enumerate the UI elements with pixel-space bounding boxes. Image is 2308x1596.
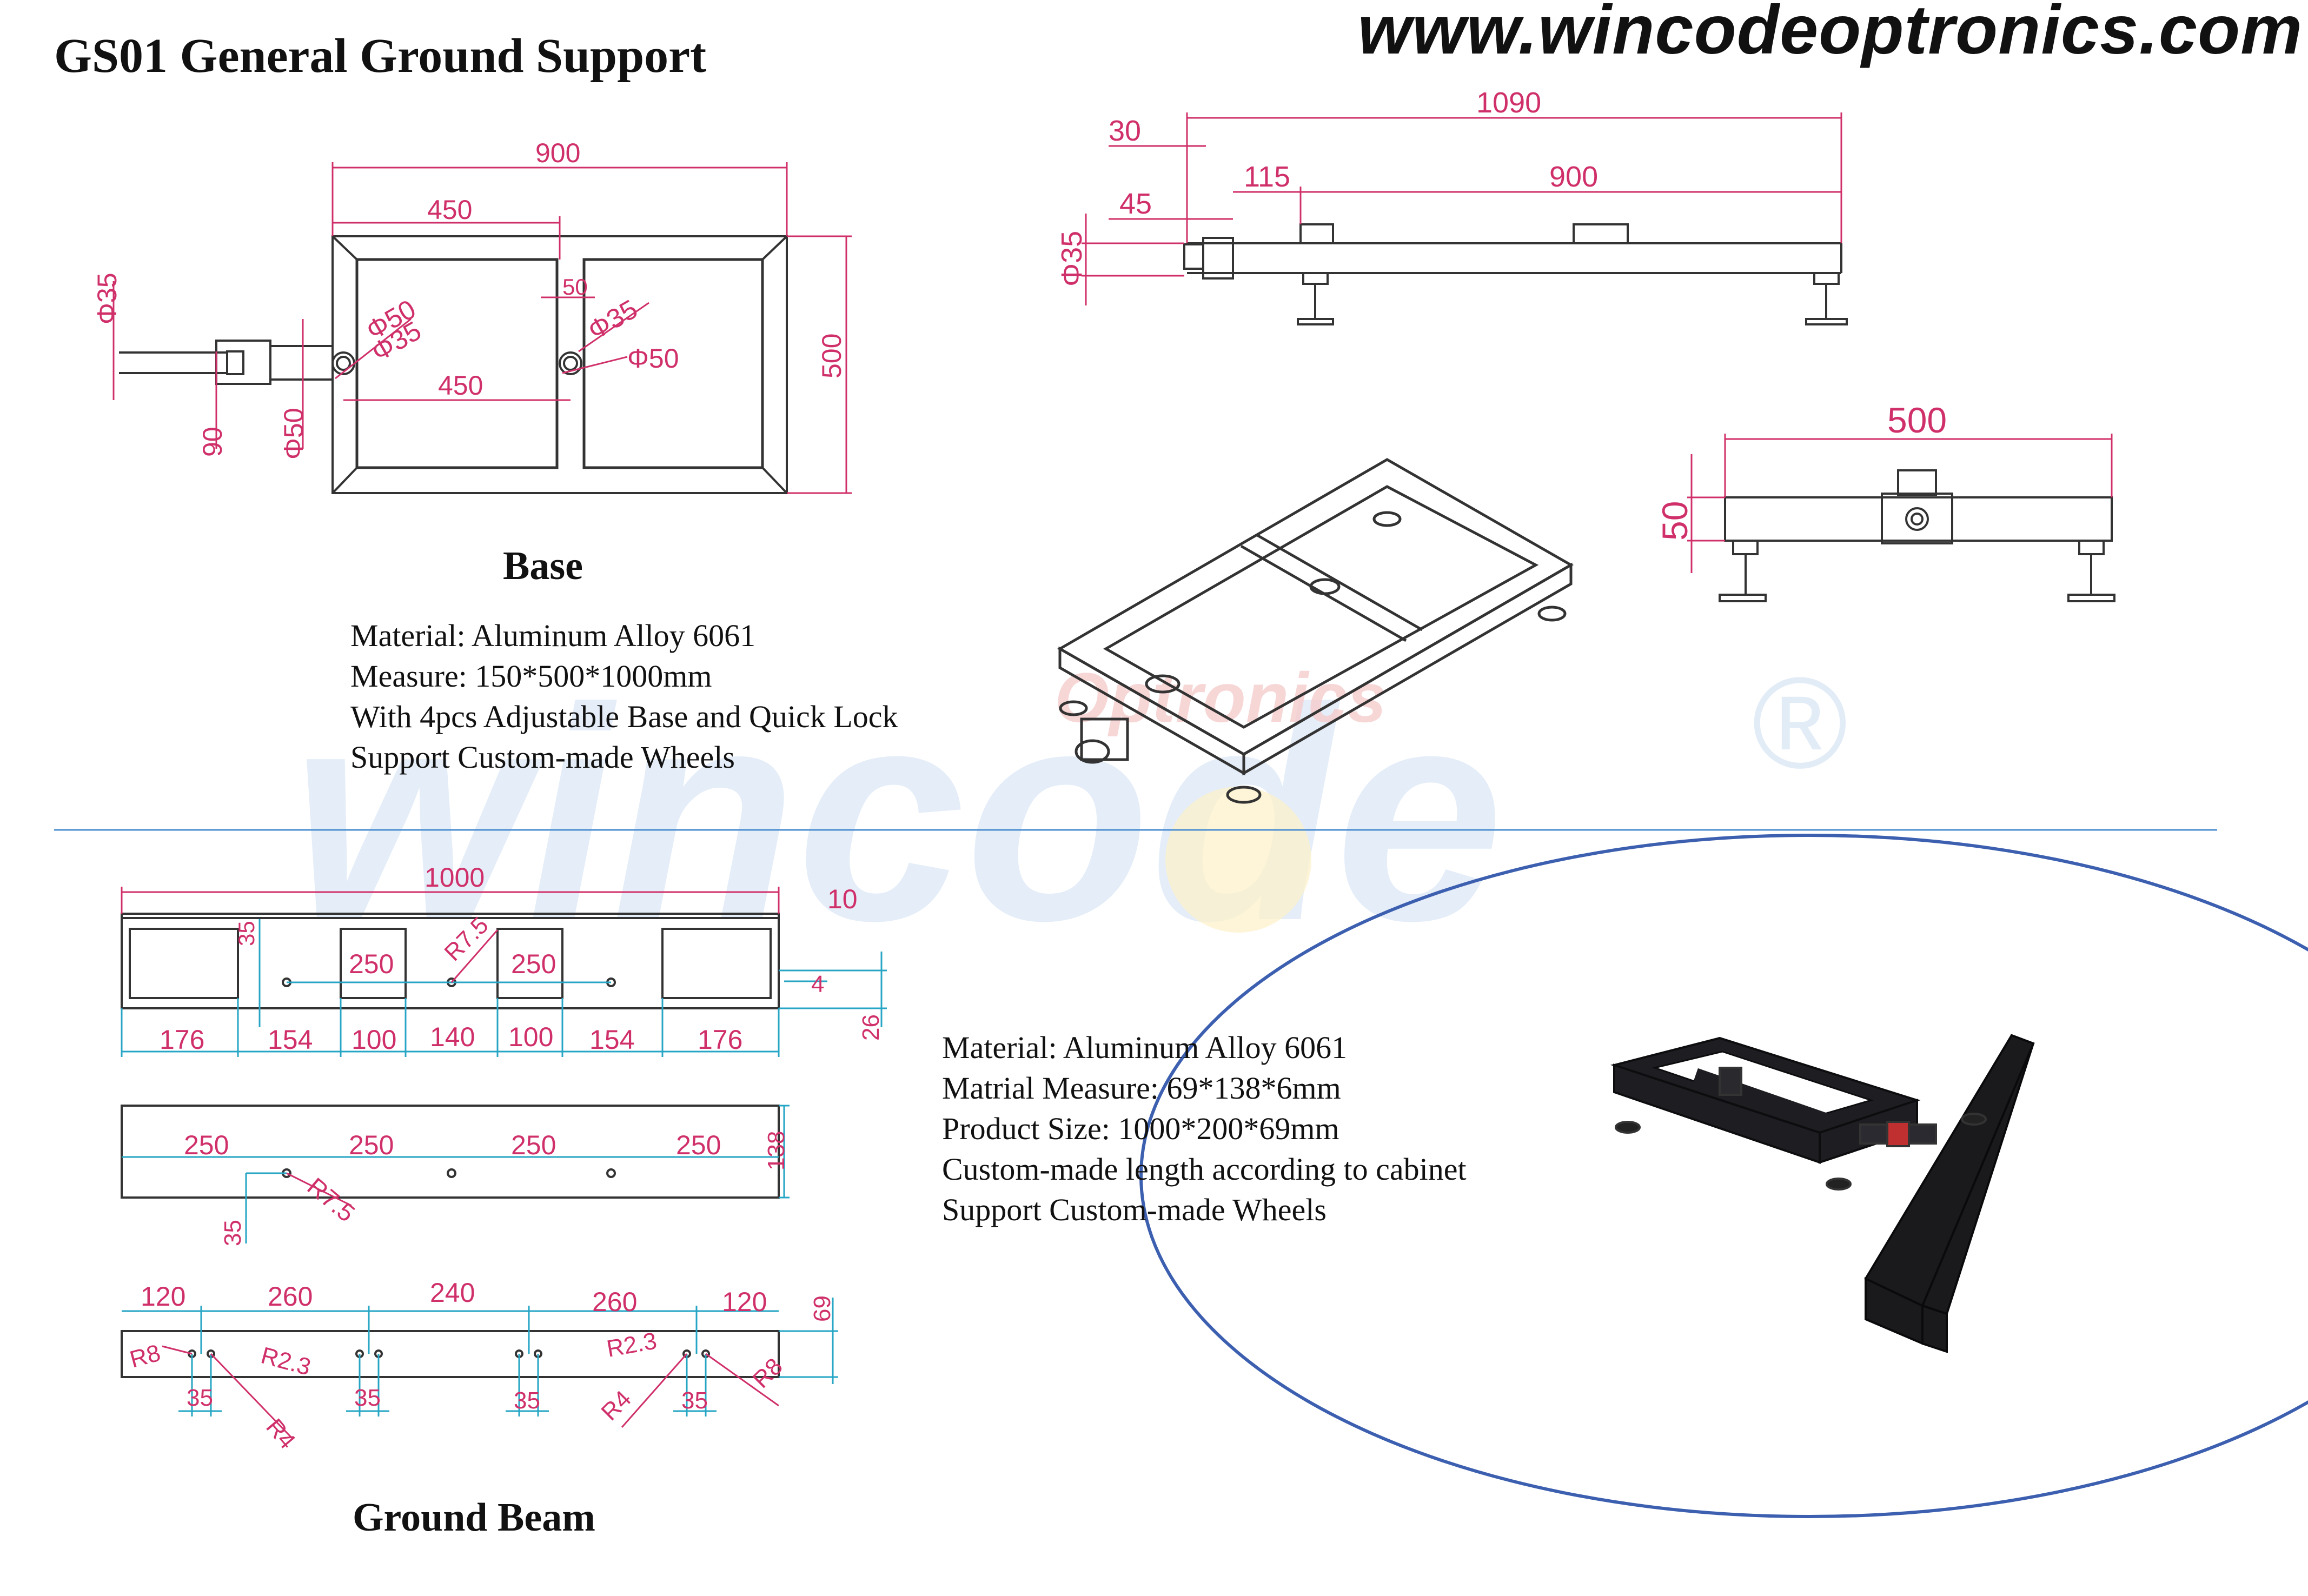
- watermark-registered: ®: [1752, 650, 1848, 795]
- beam-view-3: [121, 1330, 780, 1378]
- dim-end-500: 500: [1887, 400, 1947, 440]
- dim-base-hole-c: Φ35: [583, 294, 643, 345]
- dim-beam2-s2: 250: [511, 1130, 556, 1160]
- dim-base-450-inner: 450: [438, 370, 483, 401]
- dim-beam2-138: 138: [763, 1131, 790, 1171]
- dim-beam3-69: 69: [809, 1295, 835, 1322]
- dim-beam3-r8a: R8: [127, 1340, 163, 1373]
- base-end-dim-lines: [1687, 434, 2113, 573]
- dim-beam-b4: 100: [508, 1022, 553, 1052]
- dim-beam3-r23b: R2.3: [605, 1327, 659, 1362]
- dim-beam-b6: 176: [698, 1025, 742, 1055]
- dim-base-900: 900: [535, 138, 580, 168]
- dim-base-450-top: 450: [427, 195, 472, 225]
- dim-end-50: 50: [1655, 501, 1695, 541]
- dim-beam2-r75: R7.5: [302, 1172, 361, 1227]
- dim-beam-b0: 176: [160, 1025, 204, 1055]
- base-end-dim-texts: 500 50: [1655, 400, 1947, 541]
- dim-beam3-r23a: R2.3: [258, 1342, 313, 1380]
- beam-view-2-dim-lines: [122, 1105, 790, 1243]
- dim-beam-b3: 140: [430, 1022, 475, 1052]
- dim-beam2-s3: 250: [676, 1130, 721, 1160]
- base-end-view: [1719, 469, 2115, 602]
- dim-beam-r75: R7.5: [439, 912, 493, 966]
- dim-side-30: 30: [1109, 115, 1141, 147]
- base-spec-list: Material: Aluminum Alloy 6061 Measure: 1…: [350, 615, 898, 777]
- beam-spec-item: Matrial Measure: 69*138*6mm: [942, 1070, 1341, 1106]
- beam-view-2-dim-texts: 250 250 250 250 138 R7.5 35: [184, 1130, 790, 1246]
- dim-beam-4: 4: [811, 971, 824, 998]
- dim-beam3-t1: 260: [268, 1281, 313, 1312]
- dim-side-45: 45: [1119, 188, 1152, 220]
- dim-beam-b1: 154: [268, 1025, 313, 1055]
- base-top-view: [119, 235, 788, 494]
- dim-base-500: 500: [817, 334, 847, 378]
- dim-side-115: 115: [1244, 161, 1290, 193]
- base-spec-item: Measure: 150*500*1000mm: [350, 659, 712, 694]
- page-title: GS01 General Ground Support: [54, 29, 707, 83]
- dim-base-50-gap: 50: [562, 274, 588, 300]
- beam-view-1-dim-lines: [121, 887, 887, 1057]
- beam-view-3-dim-lines: [122, 1298, 838, 1439]
- beam-section-title: Ground Beam: [353, 1495, 595, 1540]
- beam-view-1-dim-texts: 1000 10 35 R7.5 250 250 4 26 176 154 100…: [160, 862, 884, 1055]
- base-top-dim-lines: [112, 162, 852, 494]
- dim-side-dia35: Φ35: [1056, 231, 1088, 287]
- beam-view-1: [121, 913, 780, 1009]
- dim-beam3-t4: 120: [722, 1287, 767, 1317]
- base-spec-item: With 4pcs Adjustable Base and Quick Lock: [350, 699, 898, 734]
- dim-beam2-s0: 250: [184, 1130, 229, 1160]
- dim-beam2-s1: 250: [349, 1130, 394, 1160]
- dim-beam3-t2: 240: [430, 1278, 475, 1308]
- beam-spec-item: Material: Aluminum Alloy 6061: [942, 1030, 1348, 1065]
- base-section-title: Base: [503, 544, 583, 588]
- website-link[interactable]: www.wincodeoptronics.com: [1357, 0, 2303, 69]
- beam-spec-item: Support Custom-made Wheels: [942, 1192, 1327, 1227]
- watermark-logo-sun: [1165, 787, 1311, 933]
- dim-beam3-t0: 120: [141, 1281, 185, 1312]
- dim-beam-10: 10: [827, 884, 858, 914]
- base-side-view: [1183, 223, 1848, 325]
- dim-side-900: 900: [1549, 161, 1598, 193]
- dim-beam-b5: 154: [589, 1025, 634, 1055]
- product-photo: [1139, 834, 2308, 1518]
- dim-beam3-r4b: R4: [596, 1386, 636, 1426]
- dim-base-pin-dia: Φ35: [92, 272, 122, 324]
- dim-base-hole-d: Φ50: [627, 343, 679, 374]
- dim-beam-w250b: 250: [511, 949, 556, 979]
- dim-beam3-d0: 35: [187, 1385, 213, 1411]
- dim-side-1090: 1090: [1476, 87, 1541, 119]
- beam-spec-item: Product Size: 1000*200*69mm: [942, 1111, 1339, 1146]
- dim-beam-w250a: 250: [349, 949, 394, 979]
- dim-base-pin-offset: 90: [197, 427, 228, 457]
- beam-spec-list: Material: Aluminum Alloy 6061 Matrial Me…: [942, 1027, 1467, 1230]
- dim-beam3-r4a: R4: [261, 1414, 301, 1454]
- dim-beam3-d1: 35: [354, 1385, 381, 1411]
- dim-beam3-d3: 35: [681, 1387, 708, 1414]
- beam-spec-item: Custom-made length according to cabinet: [942, 1152, 1467, 1187]
- base-side-dim-lines: [1082, 112, 1842, 305]
- beam-view-3-dim-texts: 120 260 240 260 120 69 R8 R2.3 R4 R2.3 R…: [127, 1278, 835, 1454]
- dim-beam-35: 35: [234, 921, 259, 946]
- base-side-dim-texts: 1090 900 30 45 115 Φ35: [1056, 87, 1598, 287]
- dim-beam-1000: 1000: [425, 862, 485, 893]
- watermark-brand: wincode: [292, 645, 1503, 983]
- dim-beam3-d2: 35: [514, 1387, 540, 1414]
- beam-view-2: [121, 1105, 780, 1199]
- base-top-dim-texts: 900 450 450 50 500 Φ50 Φ35 Φ35 Φ50 Φ35 9…: [92, 138, 847, 460]
- base-spec-item: Material: Aluminum Alloy 6061: [350, 618, 756, 653]
- dim-beam-b2: 100: [351, 1025, 396, 1055]
- dim-base-pin-hole: Φ50: [278, 408, 309, 460]
- base-isometric-view: [1057, 458, 1574, 804]
- base-spec-item: Support Custom-made Wheels: [350, 740, 735, 775]
- dim-beam3-t3: 260: [592, 1287, 637, 1317]
- dim-beam2-35: 35: [220, 1220, 246, 1246]
- dim-beam-26: 26: [858, 1014, 884, 1041]
